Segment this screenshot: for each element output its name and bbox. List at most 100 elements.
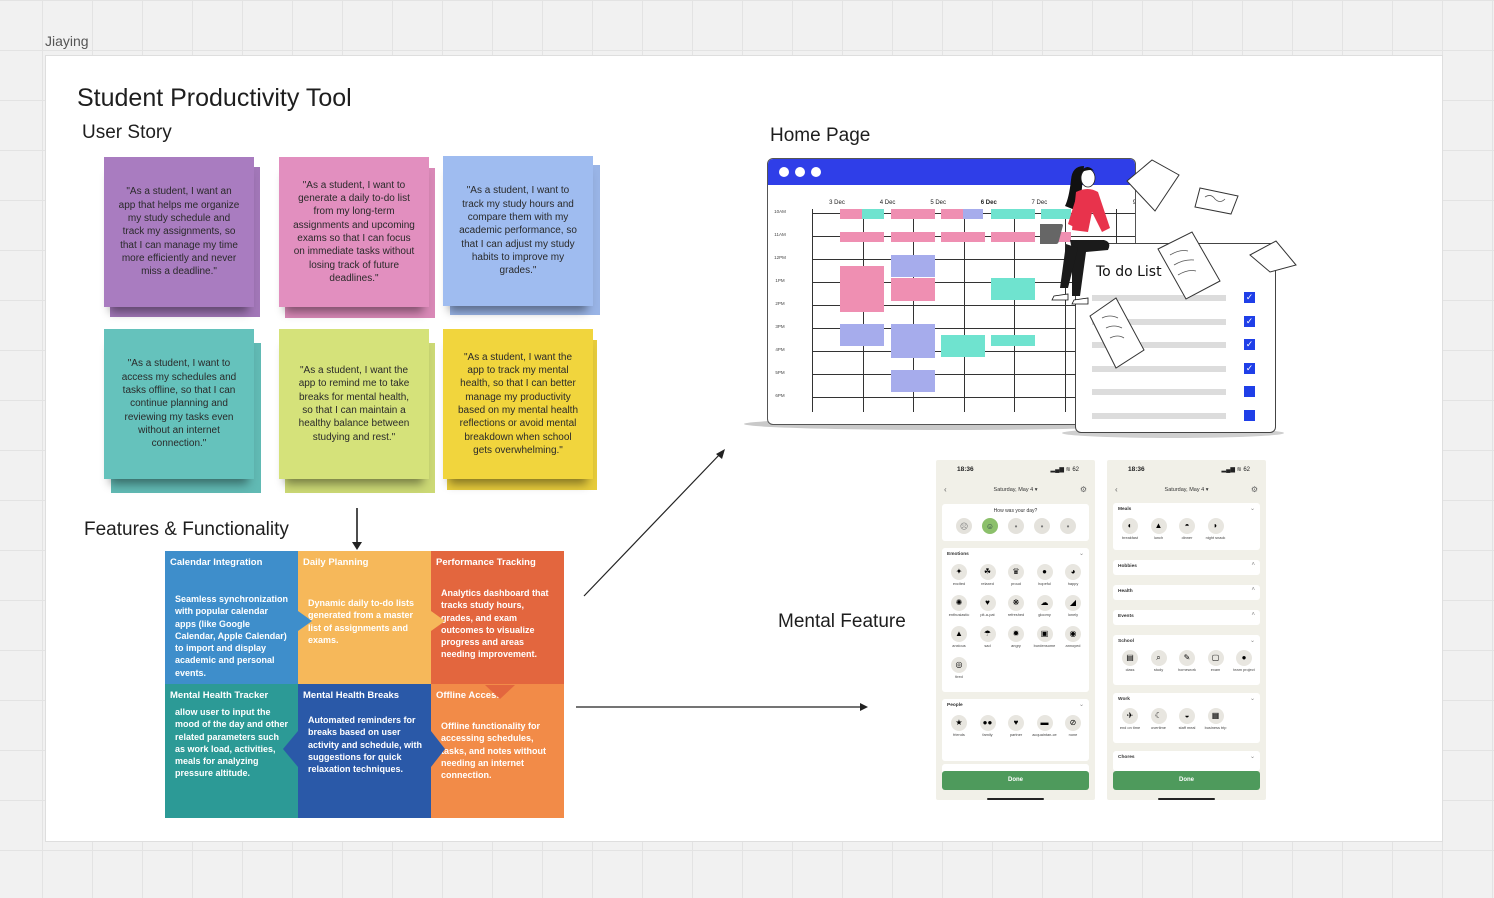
calendar-event[interactable] — [840, 232, 884, 242]
option-item[interactable]: ◗night snack — [1201, 518, 1231, 541]
option-item[interactable]: ●hopeful — [1030, 564, 1060, 587]
option-item[interactable]: ◓dinner — [1172, 518, 1202, 541]
todo-checkbox[interactable] — [1244, 386, 1255, 398]
option-item[interactable]: ☁gloomy — [1030, 595, 1060, 618]
calendar-event[interactable] — [1041, 209, 1071, 219]
option-item[interactable]: ♥pit-a-pat — [973, 595, 1003, 618]
option-item[interactable]: ⊘none — [1058, 715, 1088, 738]
chores-card[interactable]: Chores ⌄ — [1113, 751, 1260, 771]
option-icon: ☂ — [979, 626, 996, 642]
todo-checkbox[interactable]: ✓ — [1244, 315, 1255, 327]
sticky-note[interactable]: "As a student, I want an app that helps … — [104, 157, 254, 307]
calendar-event[interactable] — [840, 266, 884, 312]
calendar-event[interactable] — [891, 209, 935, 219]
done-button[interactable]: Done — [942, 771, 1089, 790]
health-card[interactable]: Health ˄ — [1113, 585, 1260, 600]
hobbies-card[interactable]: Hobbies ˄ — [1113, 560, 1260, 575]
date-selector[interactable]: Saturday, May 4 ▾ — [993, 487, 1038, 493]
option-item[interactable]: ◒staff meal — [1172, 708, 1202, 731]
back-icon[interactable]: ‹ — [944, 485, 947, 494]
option-item[interactable]: ◢lonely — [1058, 595, 1088, 618]
option-item[interactable]: ◐breakfast — [1115, 518, 1145, 541]
mood-option-icon[interactable]: • — [1060, 518, 1076, 534]
option-item[interactable]: ✎homework — [1172, 650, 1202, 673]
mood-option-icon[interactable]: • — [1008, 518, 1024, 534]
sticky-note[interactable]: "As a student, I want to track my study … — [443, 156, 593, 306]
chevron-down-icon[interactable]: ⌄ — [1249, 754, 1255, 760]
option-item[interactable]: ✹angry — [1001, 626, 1031, 649]
option-item[interactable]: ▬acquaintan-ce — [1030, 715, 1060, 738]
done-button[interactable]: Done — [1113, 771, 1260, 790]
option-item[interactable]: ▣burdensome — [1030, 626, 1060, 649]
option-item[interactable]: ◉annoyed — [1058, 626, 1088, 649]
chevron-up-icon[interactable]: ˄ — [1251, 587, 1255, 593]
option-item[interactable]: ◕happy — [1058, 564, 1088, 587]
option-item[interactable]: ♥partner — [1001, 715, 1031, 738]
option-item[interactable]: ▲anxious — [944, 626, 974, 649]
chevron-down-icon[interactable]: ⌄ — [1249, 696, 1255, 702]
chevron-down-icon[interactable]: ⌄ — [1078, 702, 1084, 708]
option-item[interactable]: ▲lunch — [1144, 518, 1174, 541]
option-item[interactable]: ☂sad — [973, 626, 1003, 649]
option-item[interactable]: ☾overtime — [1144, 708, 1174, 731]
calendar-event[interactable] — [991, 278, 1035, 300]
chevron-down-icon[interactable]: ⌄ — [1249, 638, 1255, 644]
gear-icon[interactable]: ⚙ — [1250, 485, 1258, 494]
todo-checkbox[interactable]: ✓ — [1244, 362, 1255, 374]
option-item[interactable]: ✈end on time — [1115, 708, 1145, 731]
sticky-note[interactable]: "As a student, I want the app to track m… — [443, 329, 593, 479]
frame-label[interactable]: Jiaying — [45, 33, 89, 49]
sticky-note[interactable]: "As a student, I want the app to remind … — [279, 329, 429, 479]
todo-checkbox[interactable]: ✓ — [1244, 292, 1255, 303]
option-item[interactable]: ⌕study — [1144, 650, 1174, 673]
mood-option-icon[interactable]: ☹ — [956, 518, 972, 534]
option-item[interactable]: ●●family — [973, 715, 1003, 738]
calendar-event[interactable] — [891, 278, 935, 301]
option-item[interactable]: ▢exam — [1201, 650, 1231, 673]
sticky-note[interactable]: "As a student, I want to generate a dail… — [279, 157, 429, 307]
option-item[interactable]: ●team project — [1229, 650, 1259, 673]
chevron-down-icon[interactable]: ⌄ — [1078, 551, 1084, 557]
calendar-event[interactable] — [891, 232, 935, 242]
option-item[interactable]: ❋refreshed — [1001, 595, 1031, 618]
option-item[interactable]: ♛proud — [1001, 564, 1031, 587]
calendar-event[interactable] — [840, 209, 862, 219]
option-item[interactable]: ☘relaxed — [973, 564, 1003, 587]
option-item[interactable]: ▦business trip — [1201, 708, 1231, 731]
calendar-event[interactable] — [941, 335, 985, 357]
option-item[interactable]: ✦excited — [944, 564, 974, 587]
mood-option-icon[interactable]: • — [1034, 518, 1050, 534]
todo-checkbox[interactable]: ✓ — [1244, 339, 1255, 351]
calendar-event[interactable] — [941, 232, 985, 242]
calendar-event[interactable] — [891, 324, 935, 358]
calendar-event[interactable] — [991, 232, 1035, 242]
calendar-event[interactable] — [891, 255, 935, 277]
option-item[interactable]: ★friends — [944, 715, 974, 738]
chevron-up-icon[interactable]: ˄ — [1251, 612, 1255, 618]
chevron-up-icon[interactable]: ˄ — [1251, 562, 1255, 568]
sticky-note[interactable]: "As a student, I want to access my sched… — [104, 329, 254, 479]
mood-option-icon[interactable]: ☺ — [982, 518, 998, 534]
events-card[interactable]: Events ˄ — [1113, 610, 1260, 625]
gear-icon[interactable]: ⚙ — [1079, 485, 1087, 494]
calendar-event[interactable] — [941, 209, 966, 219]
todo-checkbox[interactable] — [1244, 410, 1255, 421]
back-icon[interactable]: ‹ — [1115, 485, 1118, 494]
calendar-event[interactable] — [991, 335, 1035, 346]
calendar-event[interactable] — [991, 209, 1035, 219]
calendar-event[interactable] — [862, 209, 884, 219]
calendar-event[interactable] — [891, 370, 935, 392]
option-item[interactable]: ◎tired — [944, 657, 974, 680]
option-item[interactable]: ✺enthusiastic — [944, 595, 974, 618]
chevron-down-icon[interactable]: ⌄ — [1249, 506, 1255, 512]
calendar-event[interactable] — [840, 324, 884, 346]
option-item[interactable]: ▤class — [1115, 650, 1145, 673]
calendar-event[interactable] — [963, 209, 983, 219]
date-selector[interactable]: Saturday, May 4 ▾ — [1164, 487, 1209, 493]
